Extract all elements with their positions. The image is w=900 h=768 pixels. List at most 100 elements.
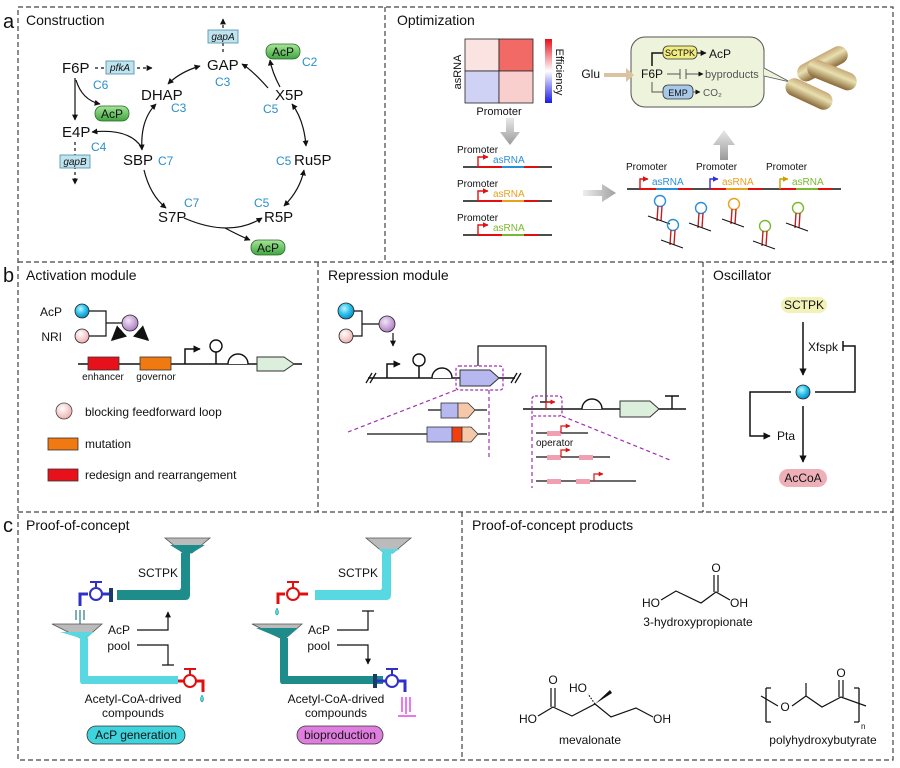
- efficiency-heatmap: asRNA Promoter Efficiency: [452, 38, 565, 118]
- svg-text:HO: HO: [642, 596, 660, 610]
- reporter-cds: [619, 400, 660, 418]
- svg-text:gapB: gapB: [63, 157, 87, 168]
- heatmap-cell: [498, 70, 534, 104]
- asrna-label: asRNA: [493, 155, 525, 166]
- svg-text:bioproduction: bioproduction: [304, 728, 376, 742]
- sctpk-node: [781, 297, 827, 313]
- metabolite-r5p: R5P: [264, 209, 293, 226]
- governor-label: governor: [136, 372, 176, 383]
- repression-line: [477, 345, 547, 402]
- enhancer-element: [87, 356, 120, 371]
- panel-letter-c: c: [3, 515, 13, 537]
- promoter-arrow-icon: [477, 188, 489, 201]
- products-panel: Proof-of-concept products O HO OH 3-hydr…: [472, 517, 877, 747]
- pool-label-acp: AcP: [308, 623, 330, 637]
- pool-label-pool: pool: [307, 639, 330, 653]
- metabolite-e4p: E4P: [62, 124, 90, 141]
- operator-promoter-icon: [545, 399, 556, 409]
- nri-ball-icon: [74, 328, 90, 344]
- svg-text:AcP generation: AcP generation: [95, 728, 177, 742]
- input-acp: AcP: [40, 305, 62, 319]
- byproducts-label: byproducts: [705, 69, 759, 81]
- legend-pink-circle-icon: [55, 402, 73, 420]
- metabolite-x5p: X5P: [275, 87, 303, 104]
- construction-title: Construction: [26, 12, 105, 28]
- promoter-label: Promoter: [457, 179, 499, 190]
- asrna-hairpins: [647, 194, 809, 250]
- carbon-f6p: C6: [93, 78, 109, 92]
- proof-title: Proof-of-concept: [26, 517, 130, 533]
- carbon-x5p: C5: [263, 102, 279, 116]
- asrna-label: asRNA: [792, 177, 824, 188]
- svg-text:AcP: AcP: [272, 45, 294, 59]
- colorbar-label: Efficiency: [553, 49, 565, 96]
- acp-ball-icon: [74, 303, 90, 319]
- carbon-gap: C3: [215, 75, 231, 89]
- multiplex-unit: Promoter asRNA: [696, 162, 762, 190]
- asrna-label: asRNA: [493, 189, 525, 200]
- proof-panel: Proof-of-concept SCTPK: [26, 517, 416, 745]
- red-tap-icon: [276, 581, 308, 604]
- molecule-3-hydroxypropionate: O HO OH 3-hydroxypropionate: [642, 561, 753, 629]
- promoter-arrow-icon: [477, 222, 489, 235]
- pathway-arrows: [72, 59, 309, 241]
- rbs-icon: [227, 353, 249, 365]
- colorbar: [545, 39, 552, 103]
- carbon-e4p: C4: [91, 140, 107, 154]
- construction-panel: Construction F6P C6 E4P C4 GAP C3 DHAP C…: [26, 12, 332, 256]
- oscillator-panel: Oscillator SCTPK Xfspk Pta AcCoA: [713, 267, 856, 487]
- pool-label-pool: pool: [107, 639, 130, 653]
- molecule-polyhydroxybutyrate: O O n polyhydroxybutyrate: [760, 666, 877, 747]
- co2-label: CO₂: [703, 88, 722, 99]
- legend-text: blocking feedforward loop: [85, 405, 222, 419]
- panel-frames: [17, 6, 894, 761]
- terminator-icon: [209, 339, 223, 353]
- pool-label-acp: AcP: [108, 623, 130, 637]
- optimization-title: Optimization: [397, 12, 475, 28]
- metabolite-dhap: DHAP: [141, 87, 183, 104]
- metabolite-gap: GAP: [207, 57, 239, 74]
- rbs-icon: [581, 398, 603, 410]
- asrna-label: asRNA: [722, 177, 754, 188]
- svg-text:SCTPK: SCTPK: [784, 298, 824, 312]
- molecule-mevalonate: O HO HO OH mevalonate: [519, 673, 671, 747]
- carbon-x5p-acp: C2: [302, 55, 318, 69]
- svg-text:AcP: AcP: [257, 241, 279, 255]
- svg-text:O: O: [548, 673, 557, 687]
- compounds-label: Acetyl-CoA-drived: [288, 692, 385, 706]
- oscillator-title: Oscillator: [713, 267, 772, 283]
- compounds-label: compounds: [305, 706, 367, 720]
- repressor-highlight: [455, 365, 504, 391]
- heatmap-xlabel: Promoter: [476, 106, 522, 118]
- carbon-dhap: C3: [171, 101, 187, 115]
- molecule-name: 3-hydroxypropionate: [643, 615, 753, 629]
- acp-generation-badge: [86, 725, 186, 745]
- svg-text:O: O: [711, 561, 720, 575]
- carbon-ru5p: C5: [276, 154, 292, 168]
- right-arrow: [583, 184, 616, 202]
- hairpin-icon: [688, 201, 712, 232]
- acp-product: AcP: [709, 47, 731, 61]
- promoter-label: Promoter: [696, 162, 738, 173]
- pipe-label: SCTPK: [338, 566, 378, 580]
- enhancer-label: enhancer: [82, 372, 124, 383]
- legend-orange-box: [47, 437, 79, 451]
- activation-title: Activation module: [26, 267, 137, 283]
- promoter-arrow-icon: [477, 154, 489, 167]
- terminator-icon: [412, 353, 426, 367]
- bacteria-illustration: [785, 46, 857, 110]
- acp-badge-f6p: AcP: [94, 105, 130, 122]
- down-arrow: [500, 118, 520, 145]
- carbon-r5p: C5: [254, 196, 270, 210]
- svg-text:SCTPK: SCTPK: [665, 48, 695, 58]
- hairpin-icon: [785, 201, 809, 232]
- molecule-name: mevalonate: [559, 733, 621, 747]
- bioproduction-diagram: SCTPK AcP pool Acetyl-CoA-drived compoun…: [251, 537, 416, 745]
- red-tap-icon: [178, 668, 205, 692]
